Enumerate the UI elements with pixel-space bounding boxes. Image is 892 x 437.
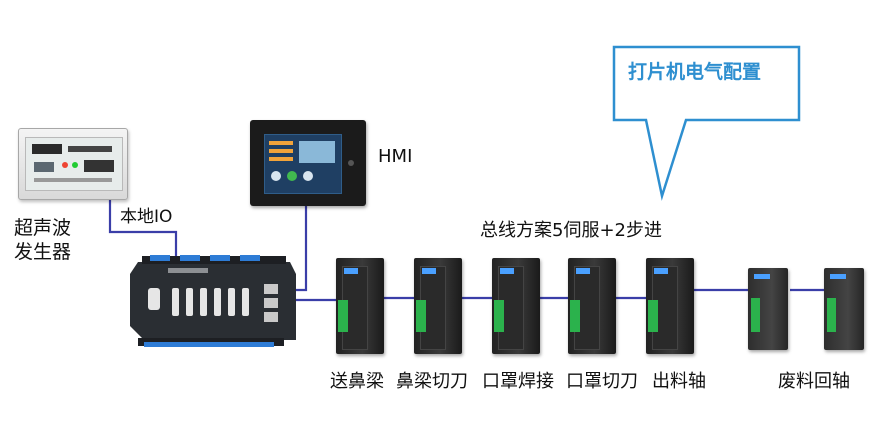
axis-label: 鼻梁切刀 [396, 371, 468, 392]
wire-hmi [292, 206, 308, 292]
wire-local-io [108, 200, 178, 264]
generator-label: 超声波 发生器 [14, 217, 72, 263]
ultrasonic-generator [18, 128, 128, 200]
stepper-axis-label: 废料回轴 [778, 371, 850, 392]
stepper-drive-2 [824, 268, 864, 350]
axis-label: 出料轴 [652, 371, 706, 392]
callout-bubble [612, 45, 801, 201]
axis-label: 送鼻梁 [330, 371, 384, 392]
hmi-panel [250, 120, 366, 206]
bus-scheme-label: 总线方案5伺服+2步进 [480, 220, 662, 241]
stepper-drive-1 [748, 268, 788, 350]
generator-panel [25, 137, 123, 191]
local-io-label: 本地IO [120, 207, 173, 227]
servo-drive-2 [414, 258, 462, 354]
servo-drive-5 [646, 258, 694, 354]
axis-label: 口罩焊接 [482, 371, 554, 392]
hmi-screen [264, 134, 342, 194]
hmi-label: HMI [378, 146, 413, 167]
servo-drive-1 [336, 258, 384, 354]
axis-label: 口罩切刀 [566, 371, 638, 392]
servo-drive-3 [492, 258, 540, 354]
callout-label: 打片机电气配置 [628, 61, 762, 83]
servo-drive-4 [568, 258, 616, 354]
motion-controller [128, 254, 298, 354]
